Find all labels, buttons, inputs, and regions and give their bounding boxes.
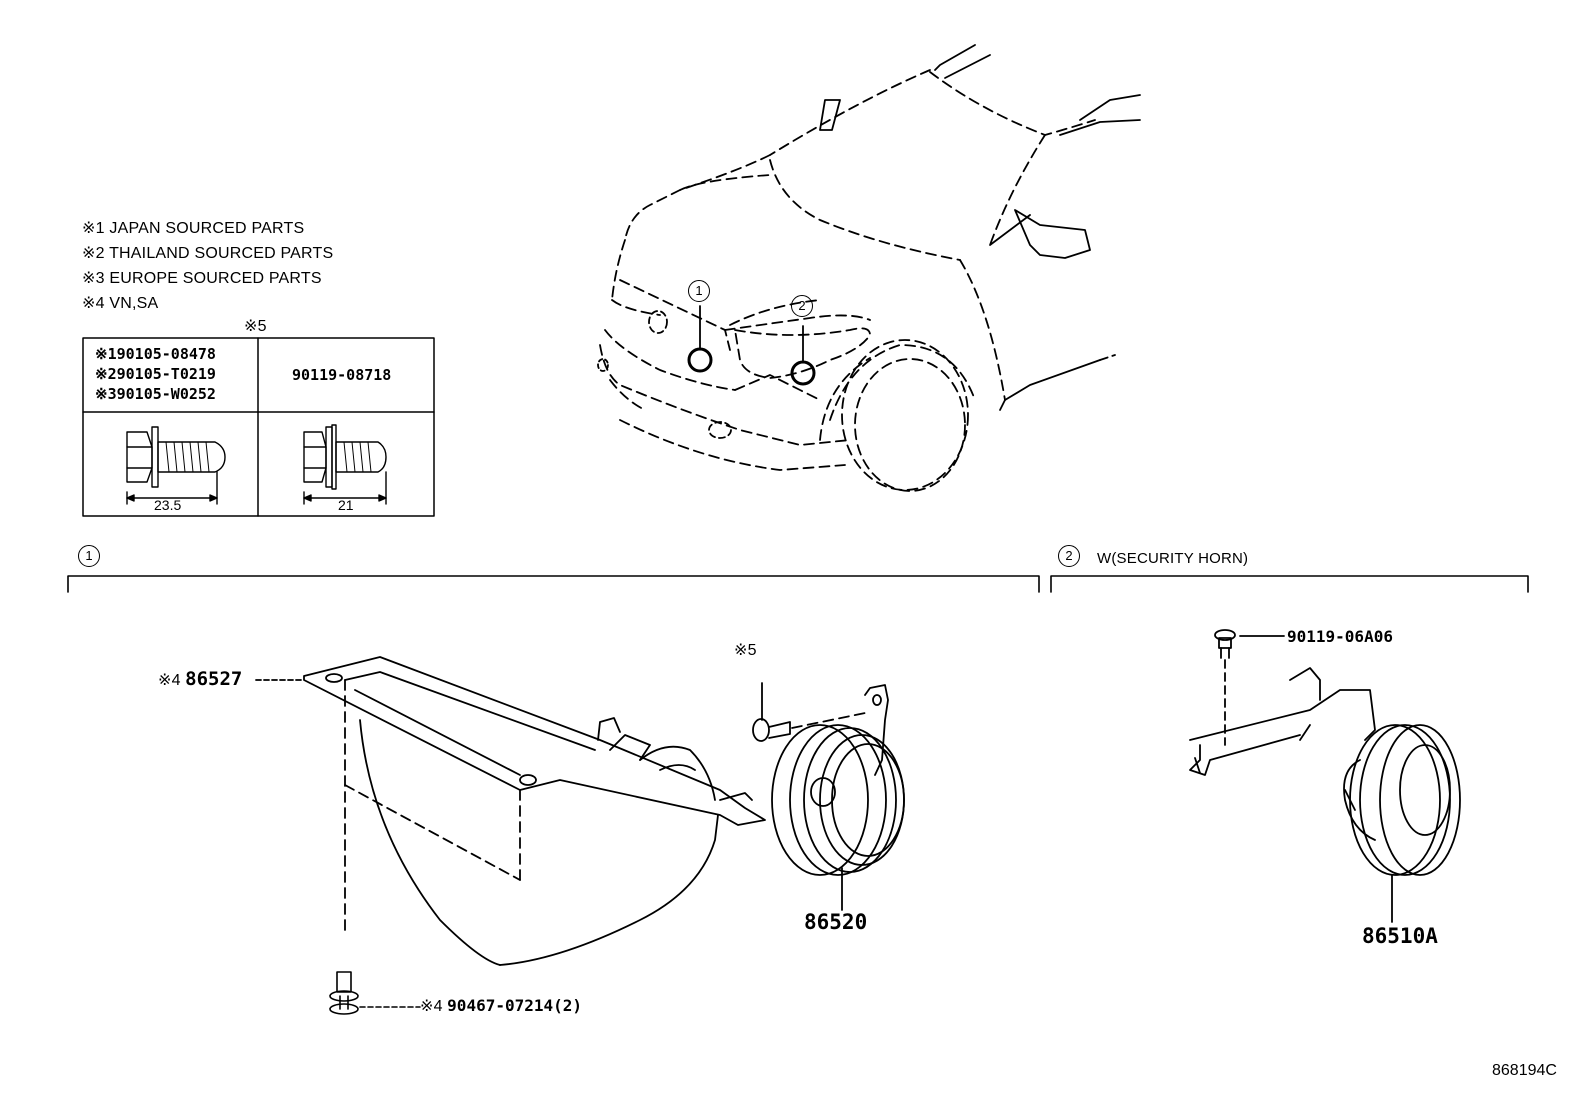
label-horn-cover: ※4 86527 <box>158 668 242 690</box>
section-2-title: W(SECURITY HORN) <box>1097 550 1249 567</box>
note-mark: ※1 <box>82 220 105 237</box>
note-text: VN,SA <box>109 295 159 312</box>
section-brackets <box>67 575 1529 593</box>
diagram-id: 868194C <box>1492 1062 1557 1079</box>
note-mark: ※2 <box>82 245 105 262</box>
washer-bolt-illustration <box>303 424 387 505</box>
security-horn-illustration <box>1189 629 1461 923</box>
bolt-part-number: 90105-W0252 <box>116 385 216 403</box>
horn-86520-illustration <box>752 682 905 911</box>
note-japan: ※1 JAPAN SOURCED PARTS <box>82 218 304 238</box>
label-security-bolt: 90119-06A06 <box>1287 627 1393 646</box>
label-mark: ※4 <box>420 998 443 1015</box>
bolt-part-mark: ※1 <box>95 345 117 363</box>
bolt-part-row: ※290105-T0219 <box>95 364 216 384</box>
label-bolt-5: ※5 <box>734 642 757 659</box>
note-thailand: ※2 THAILAND SOURCED PARTS <box>82 243 333 263</box>
bolt-part-row: ※190105-08478 <box>95 344 216 364</box>
note-europe: ※3 EUROPE SOURCED PARTS <box>82 268 322 288</box>
bolt-right-dimension: 21 <box>338 497 354 513</box>
note-mark: ※3 <box>82 270 105 287</box>
label-mark: ※4 <box>158 672 181 689</box>
horn-cover-illustration <box>303 656 766 966</box>
bolt-table-header: ※5 <box>244 318 267 335</box>
section-2-marker: 2 <box>1058 545 1080 567</box>
bolt-table-right-part: 90119-08718 <box>292 366 392 384</box>
note-vn-sa: ※4 VN,SA <box>82 293 158 313</box>
callout-2: 2 <box>791 295 813 317</box>
bolt-part-mark: ※2 <box>95 365 117 383</box>
label-part-number: 90467-07214(2) <box>447 996 583 1015</box>
note-text: THAILAND SOURCED PARTS <box>109 245 334 262</box>
flange-bolt-illustration <box>126 426 226 505</box>
vehicle-front-illustration <box>597 44 1141 492</box>
bolt-part-number: 90105-T0219 <box>116 365 216 383</box>
label-security-horn: 86510A <box>1362 924 1438 948</box>
bolt-table-left-parts: ※190105-08478 ※290105-T0219 ※390105-W025… <box>95 344 216 404</box>
note-mark: ※4 <box>82 295 105 312</box>
note-text: EUROPE SOURCED PARTS <box>109 270 322 287</box>
bolt-table-grid <box>82 337 435 517</box>
bolt-part-mark: ※3 <box>95 385 117 403</box>
callout-1: 1 <box>688 280 710 302</box>
bolt-part-number: 90105-08478 <box>116 345 216 363</box>
label-clip: ※4 90467-07214(2) <box>420 996 582 1016</box>
label-part-number: 86527 <box>185 668 243 690</box>
note-text: JAPAN SOURCED PARTS <box>109 220 305 237</box>
bolt-left-dimension: 23.5 <box>154 497 182 513</box>
bolt-part-row: ※390105-W0252 <box>95 384 216 404</box>
section-1-marker: 1 <box>78 545 100 567</box>
clip-illustration <box>329 971 421 1015</box>
label-horn-86520: 86520 <box>804 910 868 934</box>
